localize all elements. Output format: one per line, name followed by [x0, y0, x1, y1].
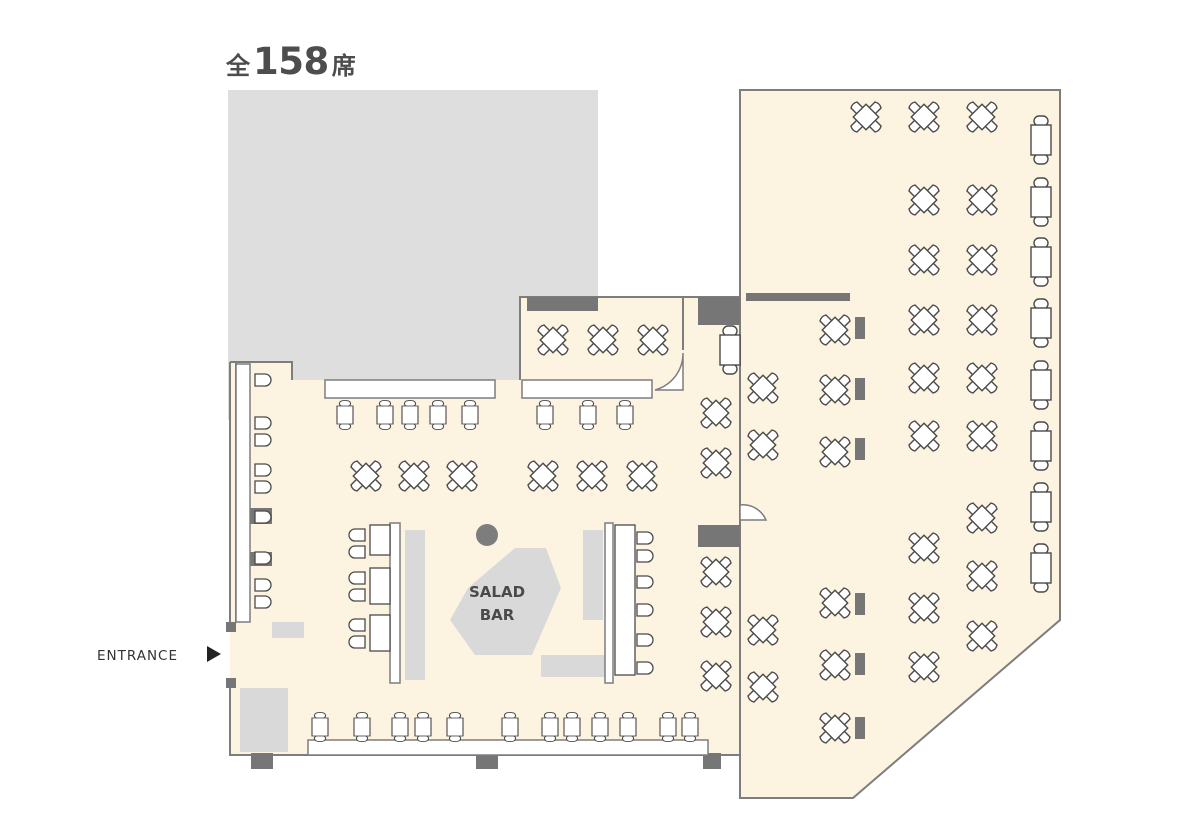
salad-bar-label-line1: SALAD	[469, 583, 525, 601]
seat-count-suffix: 席	[331, 52, 356, 80]
salad-bar	[450, 548, 561, 655]
light-fixtures	[240, 530, 605, 752]
salad-bar-column	[476, 524, 498, 546]
entrance-arrow-icon	[207, 646, 221, 662]
inner-right-booth	[614, 524, 654, 676]
salad-bar-label-line2: BAR	[480, 606, 515, 624]
doors	[654, 352, 768, 521]
wall-blocks	[226, 293, 865, 769]
entrance-label: ENTRANCE	[97, 648, 178, 664]
right-hall-floor	[739, 89, 1061, 799]
seat-count-prefix: 全	[226, 52, 250, 80]
seat-count-title: 全 158 席	[226, 40, 356, 84]
counters	[235, 363, 709, 756]
seat-count-number: 158	[253, 40, 329, 83]
inner-left-booth	[348, 524, 391, 652]
